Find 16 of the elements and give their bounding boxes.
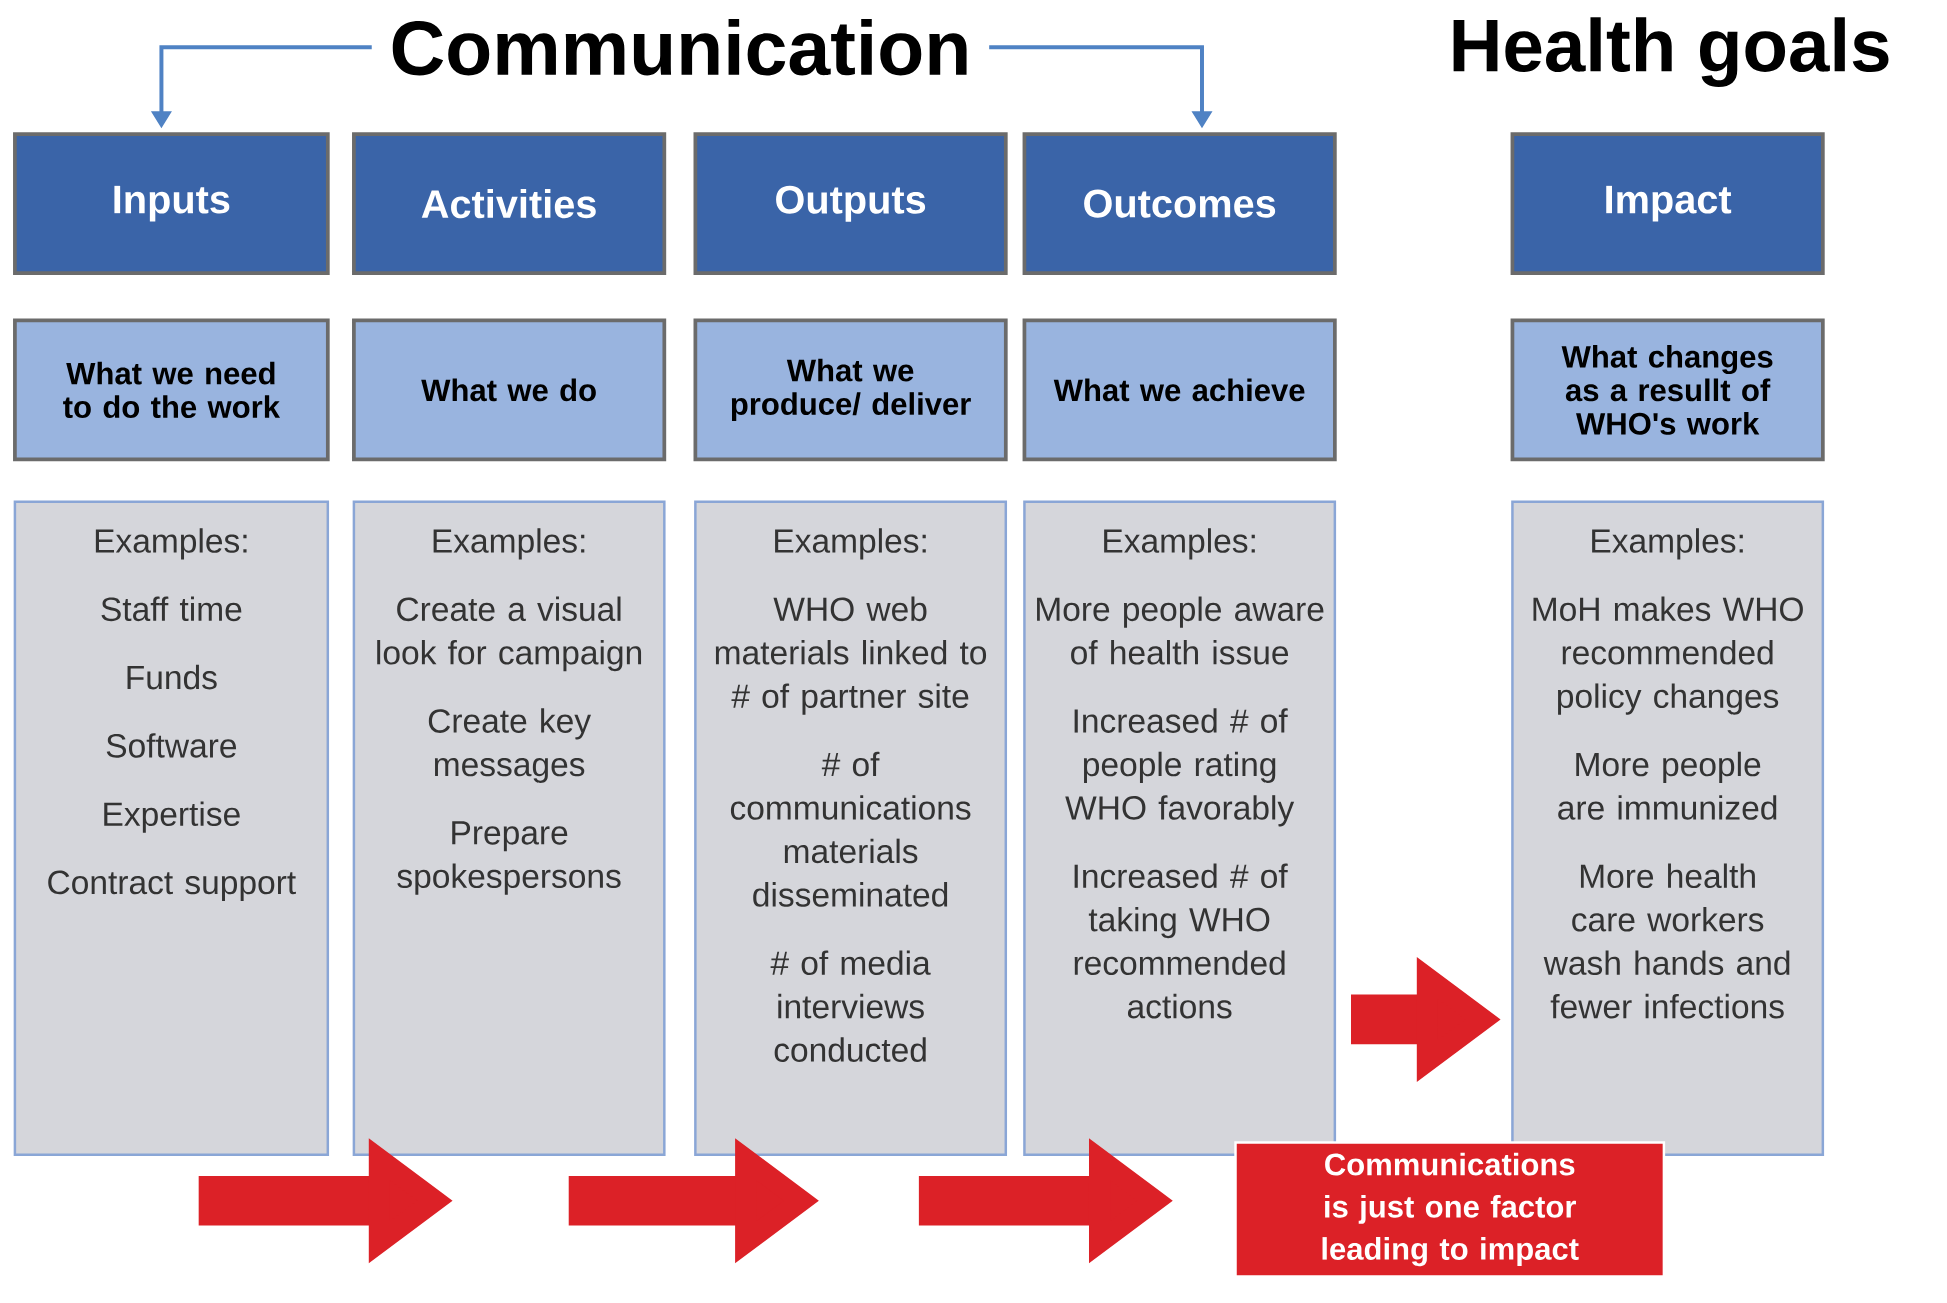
header-box: Inputs [13, 132, 330, 276]
description-box: What we do [352, 318, 667, 462]
header-box: Outcomes [1022, 132, 1337, 276]
description-box: What we need to do the work [13, 318, 330, 462]
heading: Health goals [1453, 17, 1889, 88]
header-box: Outputs [693, 132, 1008, 276]
heading: Communication [392, 19, 967, 76]
examples-panel: Examples: Staff time Funds Software Expertise Contract support [13, 500, 330, 1157]
description-box: What we produce/ deliver [693, 318, 1008, 462]
description-box: What we achieve [1022, 318, 1337, 462]
header-box: Activities [352, 132, 667, 276]
note-box: Communications is just one factor leading to impact [1234, 1141, 1666, 1278]
examples-panel: Examples: WHO web materials linked to # of partner site # of communications materials disseminated # of media interviews conducted [694, 500, 1008, 1157]
description-box: What changes as a resullt of WHO's work [1510, 318, 1825, 462]
header-box: Impact [1510, 132, 1825, 276]
examples-panel: Examples: Create a visual look for campaign Create key messages Prepare spokespersons [352, 500, 666, 1157]
